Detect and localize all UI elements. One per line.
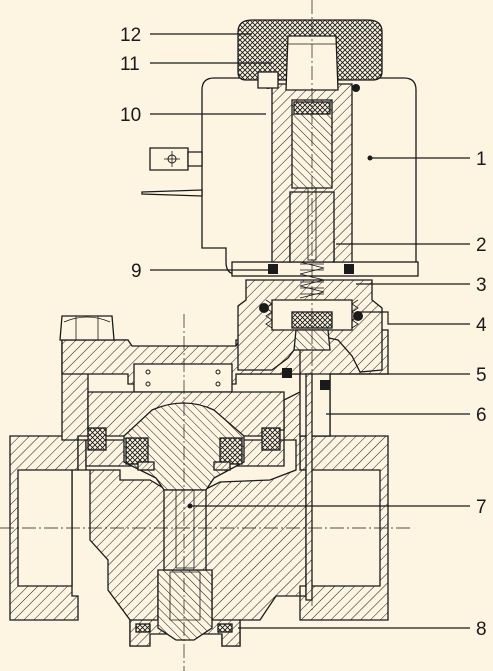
callout-9: 9: [131, 261, 142, 282]
callout-8: 8: [476, 619, 487, 640]
outlet-seals: [135, 623, 233, 633]
leader-lines: [150, 33, 470, 629]
armature-tube: [263, 79, 360, 299]
centerlines: [0, 0, 410, 671]
callout-2: 2: [476, 235, 487, 256]
callout-7: 7: [476, 497, 487, 518]
callout-11: 11: [120, 54, 140, 75]
leader-4: [360, 311, 470, 325]
callout-6: 6: [476, 405, 487, 426]
callout-3: 3: [476, 275, 487, 296]
cap-nut: [237, 19, 383, 91]
callout-1: 1: [476, 149, 487, 170]
main-piston: [87, 391, 285, 571]
callout-5: 5: [476, 365, 487, 386]
callout-4: 4: [476, 315, 487, 336]
callout-numbers: 12 11 10 9 1 2 3 4 5 6 7 8: [120, 25, 487, 640]
callout-10: 10: [120, 105, 141, 126]
callout-12: 12: [120, 25, 141, 46]
